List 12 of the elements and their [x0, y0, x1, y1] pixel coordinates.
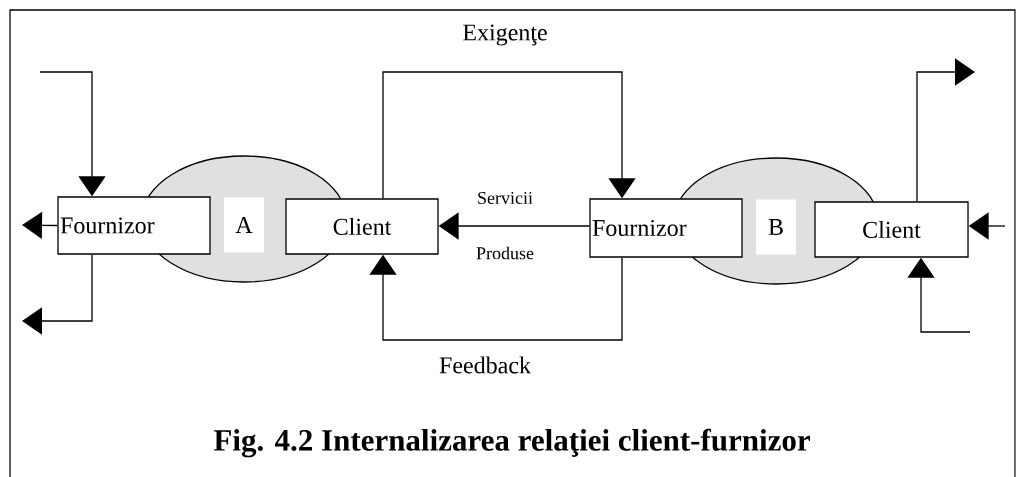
text-label: Produse [476, 246, 534, 260]
arrow [916, 58, 975, 202]
arrow [22, 254, 93, 335]
process-box: Client [285, 198, 439, 255]
process-box: Client [814, 201, 969, 258]
arrow [382, 71, 636, 199]
caption: Fig. 4.2 Internalizarea relaţiei client-furnizor [213, 428, 810, 458]
process-box: Fournizor [57, 196, 211, 255]
edge-label: Exigenţe [463, 24, 547, 46]
edge-label: Servicii [478, 191, 533, 205]
edge-label: Feedback [439, 356, 531, 374]
process-box: Fournizor [589, 198, 743, 258]
